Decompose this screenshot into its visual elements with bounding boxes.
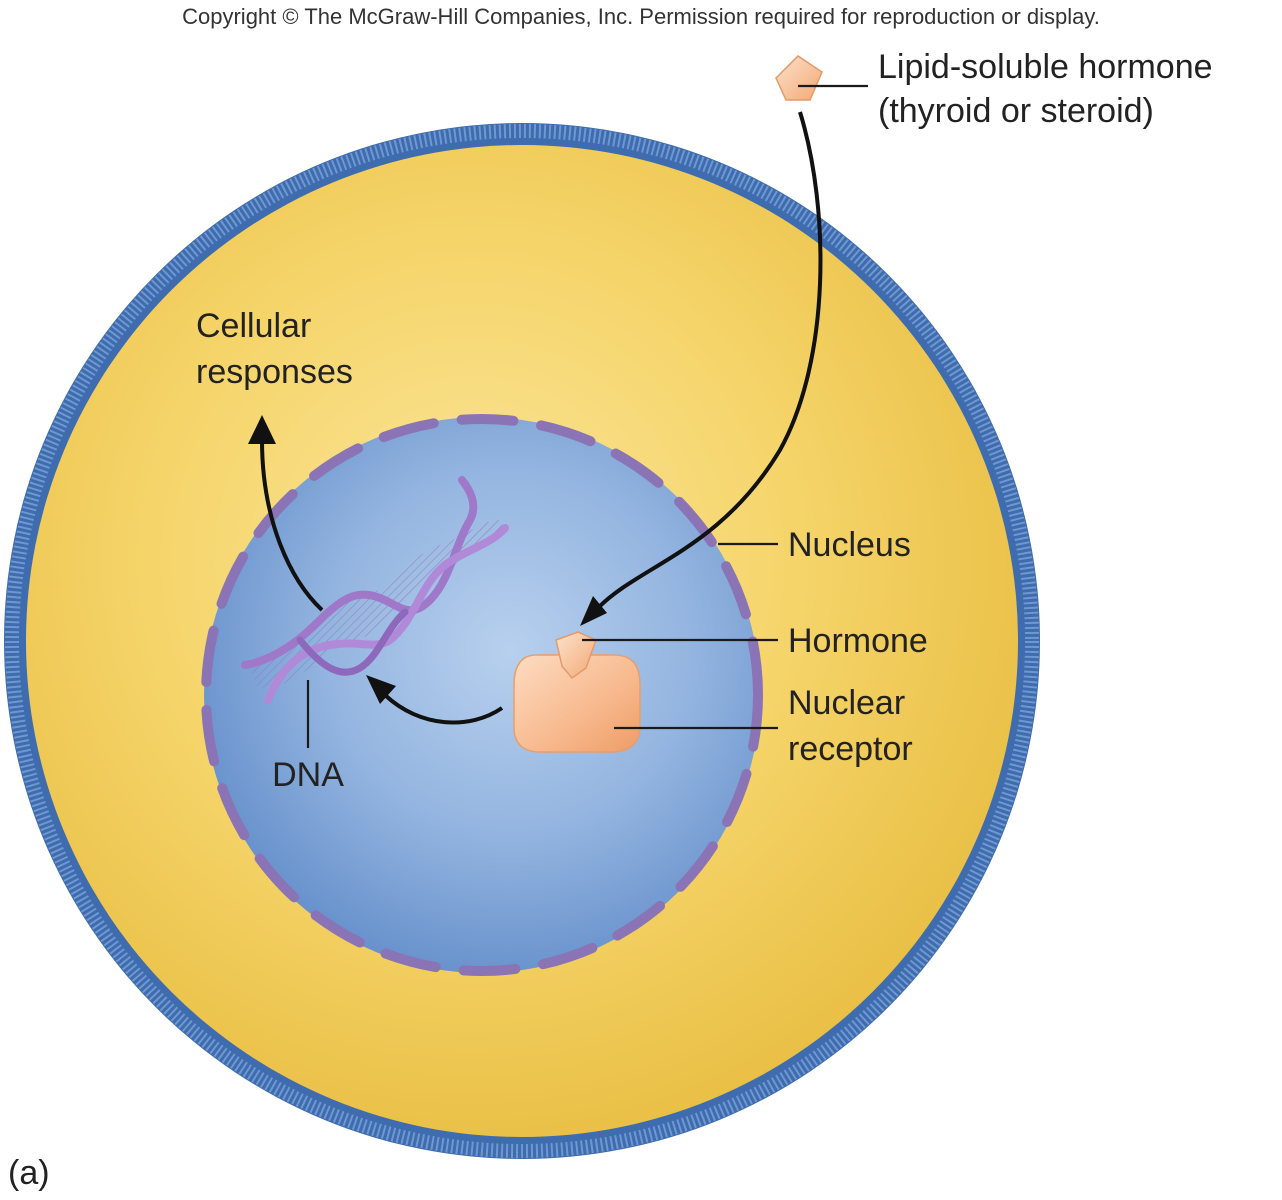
label-cellular-responses-line2: responses bbox=[196, 353, 353, 391]
label-cellular-responses-line1: Cellular bbox=[196, 307, 311, 345]
label-hormone: Hormone bbox=[788, 622, 928, 660]
nucleoplasm bbox=[204, 417, 760, 973]
arrow-to-cellular-responses bbox=[248, 415, 324, 612]
dna-strand-1 bbox=[241, 476, 478, 669]
label-nuclear-receptor-line1: Nuclear bbox=[788, 684, 905, 722]
label-lipid-hormone-line1: Lipid-soluble hormone bbox=[878, 48, 1213, 86]
panel-label: (a) bbox=[8, 1154, 50, 1192]
nucleus bbox=[201, 414, 763, 976]
cell-membrane-hatch bbox=[5, 124, 1039, 1158]
nuclear-envelope bbox=[201, 414, 763, 976]
hormone-molecule-bound bbox=[555, 631, 597, 680]
label-lipid-hormone-line2: (thyroid or steroid) bbox=[878, 92, 1154, 130]
nuclear-receptor bbox=[513, 654, 641, 753]
label-nucleus: Nucleus bbox=[788, 526, 911, 564]
arrow-hormone-entry bbox=[580, 111, 823, 626]
dna-strand-2 bbox=[264, 524, 509, 704]
dna-helix bbox=[241, 476, 509, 704]
copyright-text: Copyright © The McGraw-Hill Companies, I… bbox=[182, 4, 1100, 29]
hormone-molecule-outside bbox=[775, 55, 823, 101]
dna-strand-3 bbox=[296, 608, 409, 676]
label-dna: DNA bbox=[272, 756, 344, 794]
label-nuclear-receptor-line2: receptor bbox=[788, 730, 913, 768]
arrow-receptor-to-dna bbox=[366, 675, 504, 725]
nuclear-receptor-complex bbox=[513, 631, 641, 753]
